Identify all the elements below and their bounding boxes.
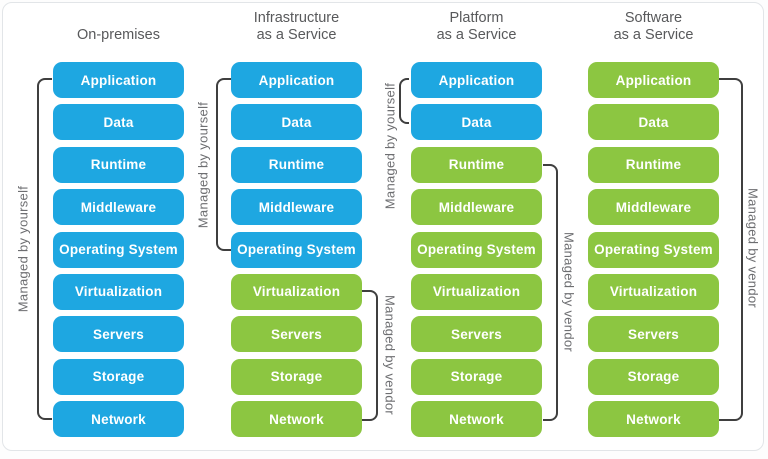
header-line: Platform bbox=[449, 10, 504, 26]
box-network: Network bbox=[53, 401, 184, 438]
box-virtualization: Virtualization bbox=[53, 273, 184, 310]
box-runtime: Runtime bbox=[53, 146, 184, 183]
column-on-premises-stack: Application Data Runtime Middleware Oper… bbox=[53, 62, 184, 438]
column-iaas-stack: Application Data Runtime Middleware Oper… bbox=[231, 62, 362, 438]
box-servers: Servers bbox=[411, 316, 542, 353]
box-network: Network bbox=[231, 401, 362, 438]
box-application: Application bbox=[53, 62, 184, 98]
box-middleware: Middleware bbox=[53, 189, 184, 226]
bracket-saas-vendor bbox=[719, 78, 743, 421]
bracket-iaas-self bbox=[216, 78, 231, 251]
box-storage: Storage bbox=[231, 358, 362, 395]
label-managed-by-yourself-iaas: Managed by yourself bbox=[195, 101, 211, 229]
box-data: Data bbox=[231, 104, 362, 141]
header-line: as a Service bbox=[256, 27, 337, 43]
bracket-on-premises-self bbox=[37, 78, 52, 420]
box-network: Network bbox=[411, 401, 542, 438]
header-line: Infrastructure bbox=[253, 10, 340, 26]
box-runtime: Runtime bbox=[231, 146, 362, 183]
column-saas-stack: Application Data Runtime Middleware Oper… bbox=[588, 62, 719, 438]
box-virtualization: Virtualization bbox=[411, 273, 542, 310]
box-middleware: Middleware bbox=[231, 189, 362, 226]
box-virtualization: Virtualization bbox=[231, 273, 362, 310]
label-managed-by-vendor-paas: Managed by vendor bbox=[561, 231, 577, 353]
box-middleware: Middleware bbox=[411, 189, 542, 226]
box-servers: Servers bbox=[588, 316, 719, 353]
box-network: Network bbox=[588, 401, 719, 438]
column-header-saas: Software as a Service bbox=[588, 8, 719, 44]
header-line: On-premises bbox=[77, 27, 160, 43]
label-managed-by-vendor-saas: Managed by vendor bbox=[745, 187, 761, 309]
box-runtime: Runtime bbox=[411, 146, 542, 183]
label-managed-by-vendor-iaas: Managed by vendor bbox=[382, 294, 398, 416]
box-virtualization: Virtualization bbox=[588, 273, 719, 310]
box-storage: Storage bbox=[588, 358, 719, 395]
box-operating-system: Operating System bbox=[588, 231, 719, 268]
box-application: Application bbox=[231, 62, 362, 98]
box-data: Data bbox=[53, 104, 184, 141]
bracket-paas-self bbox=[399, 78, 409, 124]
box-application: Application bbox=[588, 62, 719, 98]
bracket-paas-vendor bbox=[543, 164, 558, 421]
box-storage: Storage bbox=[53, 358, 184, 395]
header-line: as a Service bbox=[436, 27, 517, 43]
box-operating-system: Operating System bbox=[411, 231, 542, 268]
box-data: Data bbox=[411, 104, 542, 141]
column-header-paas: Platform as a Service bbox=[411, 8, 542, 44]
column-header-on-premises: On-premises bbox=[53, 8, 184, 44]
box-operating-system: Operating System bbox=[53, 231, 184, 268]
box-storage: Storage bbox=[411, 358, 542, 395]
label-managed-by-yourself-paas: Managed by yourself bbox=[382, 82, 398, 210]
box-data: Data bbox=[588, 104, 719, 141]
header-line: Software bbox=[624, 10, 683, 26]
column-paas-stack: Application Data Runtime Middleware Oper… bbox=[411, 62, 542, 438]
box-middleware: Middleware bbox=[588, 189, 719, 226]
bracket-iaas-vendor bbox=[362, 290, 378, 421]
header-line: as a Service bbox=[613, 27, 694, 43]
label-managed-by-yourself-on-premises: Managed by yourself bbox=[15, 185, 31, 313]
box-application: Application bbox=[411, 62, 542, 98]
box-operating-system: Operating System bbox=[231, 231, 362, 268]
box-servers: Servers bbox=[53, 316, 184, 353]
box-servers: Servers bbox=[231, 316, 362, 353]
box-runtime: Runtime bbox=[588, 146, 719, 183]
column-header-iaas: Infrastructure as a Service bbox=[231, 8, 362, 44]
